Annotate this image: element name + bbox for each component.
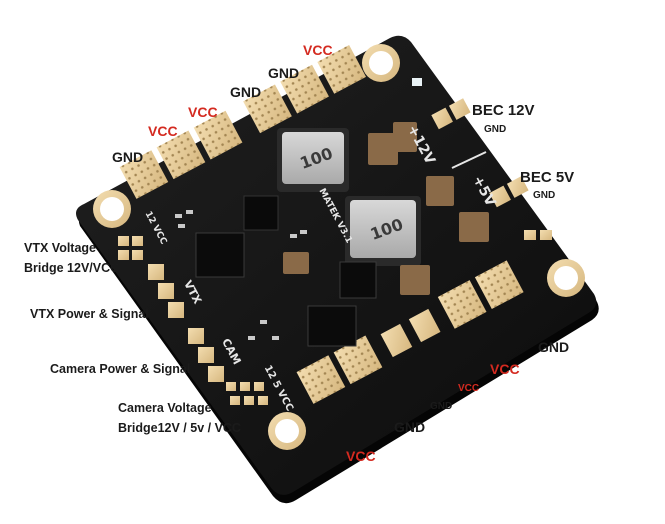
mount-hole-left <box>93 190 131 228</box>
label-vcc-bottom: VCC <box>346 448 376 464</box>
capacitors <box>283 122 489 295</box>
mount-hole-top <box>362 44 400 82</box>
label-vcc-top: VCC <box>303 42 333 58</box>
label-gnd-top: GND <box>268 65 299 81</box>
camera-power-pads <box>188 328 224 382</box>
smd-parts <box>175 78 422 340</box>
inductor-1: 100 <box>277 128 349 192</box>
label-gnd-right: GND <box>538 339 569 355</box>
label-gnd-left: GND <box>112 149 143 165</box>
top-pad-row <box>119 45 367 199</box>
ic-chips <box>195 195 377 347</box>
label-bec5: BEC 5V <box>520 169 574 186</box>
label-vtx-power: VTX Power & Signal <box>30 307 149 321</box>
vtx-power-pads <box>148 264 184 318</box>
label-vcc-right: VCC <box>490 361 520 377</box>
label-camera-voltage-1: Camera Voltage <box>118 401 212 415</box>
label-gnd-top-2: GND <box>230 84 261 100</box>
bec5-pads <box>489 176 529 208</box>
mount-hole-right <box>547 259 585 297</box>
label-gnd-bottom: GND <box>394 419 425 435</box>
bottom-pad-row <box>296 260 524 404</box>
label-gnd-bottom-small: GND <box>430 401 452 412</box>
label-vcc-top-2: VCC <box>188 104 218 120</box>
mount-hole-bottom <box>268 412 306 450</box>
camera-voltage-bridge-pads <box>226 382 268 405</box>
bec5-bridge-pads <box>524 230 552 240</box>
label-vcc-right-small: VCC <box>458 383 479 394</box>
label-bec12-gnd: GND <box>484 124 506 135</box>
label-camera-power: Camera Power & Signal <box>50 362 190 376</box>
label-bec12: BEC 12V <box>472 102 535 119</box>
label-camera-voltage-2: Bridge12V / 5v / VCC <box>118 421 241 435</box>
label-bec5-gnd: GND <box>533 190 555 201</box>
label-vcc-left: VCC <box>148 123 178 139</box>
label-vtx-voltage-1: VTX Voltage <box>24 241 96 255</box>
vtx-voltage-bridge-pads <box>118 236 143 260</box>
bec12-pads <box>431 98 471 130</box>
label-vtx-voltage-2: Bridge 12V/VCC <box>24 261 119 275</box>
inductor-2: 100 <box>345 196 421 266</box>
